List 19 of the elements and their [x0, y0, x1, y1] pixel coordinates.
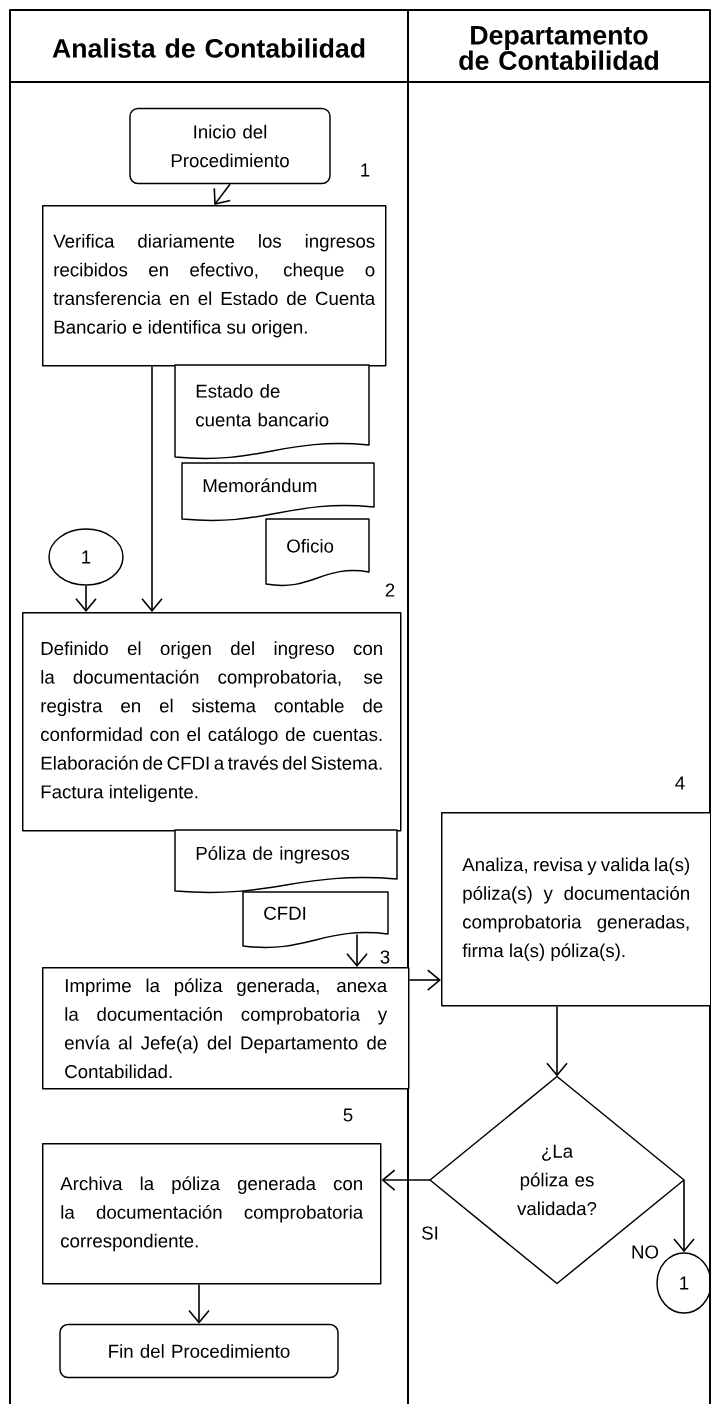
process-box: Imprime la póliza generada, anexa la documentación comprobatoria y envía al Jefe(a) del Departamento de Contabilidad.	[42, 967, 410, 1090]
step-number: 4	[675, 776, 685, 790]
process-box: Archiva la póliza generada con la documentación comprobatoria correspondiente.	[42, 1143, 382, 1285]
arrow	[188, 1283, 210, 1324]
terminal-box: Inicio del Procedimiento	[129, 107, 331, 185]
terminal-box: Fin del Procedimiento	[59, 1323, 339, 1379]
arrow	[141, 365, 163, 612]
arrow	[346, 933, 368, 967]
step-number: 1	[361, 163, 370, 177]
arrow	[546, 1005, 568, 1077]
arrow	[381, 1169, 431, 1191]
step-number: 2	[385, 583, 395, 597]
step-number: 3	[380, 950, 390, 964]
arrow	[75, 584, 97, 612]
process-box: Analiza, revisa y valida la(s) póliza(s) y documentación comprobatoria generadas, firma la(s) póliza(s).	[441, 812, 711, 1007]
arrow	[213, 183, 231, 205]
arrow	[408, 969, 441, 991]
arrow	[673, 1179, 695, 1253]
step-number: 5	[343, 1108, 353, 1122]
